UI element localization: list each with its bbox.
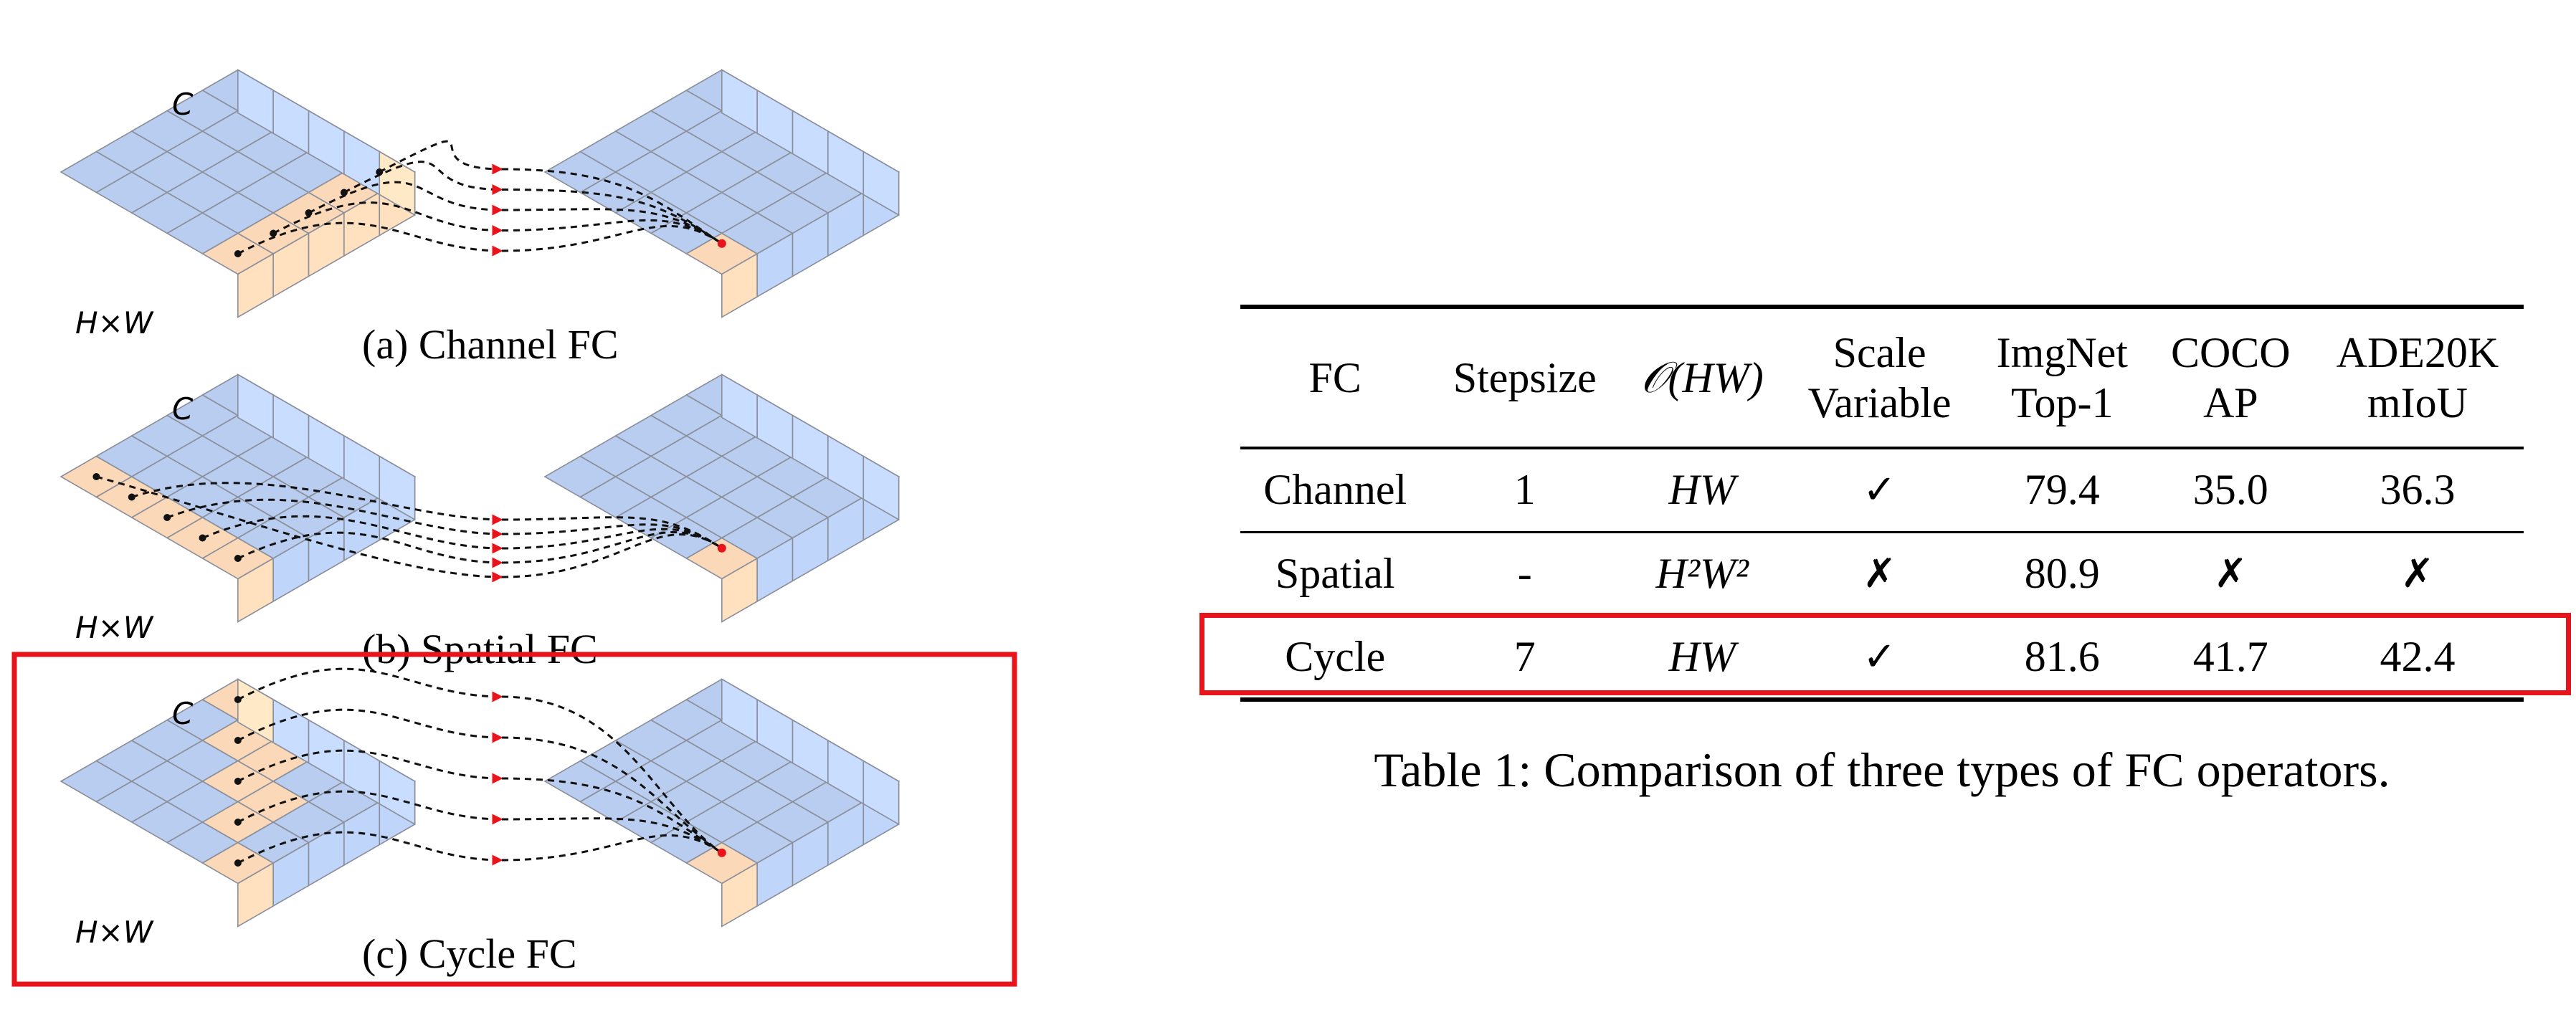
cell-complexity: HW (1668, 466, 1736, 514)
cell-complexity: H²W² (1655, 550, 1749, 597)
table-row-channel: Channel 1 HW ✓ 79.4 35.0 36.3 (1240, 448, 2524, 532)
panel-caption: (a) Channel FC (362, 321, 619, 368)
header-fc: FC (1308, 354, 1361, 401)
connection-line (501, 695, 723, 854)
source-point (376, 168, 384, 176)
connection-line (501, 817, 723, 854)
source-point (234, 737, 242, 744)
right-feature-map-side-face (862, 760, 900, 826)
source-point (92, 473, 100, 480)
channel-axis-label: C (172, 391, 194, 426)
cell-imgnet-top1: 79.4 (2024, 466, 2100, 514)
cell-stepsize: 7 (1513, 633, 1536, 681)
source-point (305, 209, 313, 216)
cell-ade20k-miou: ✗ (2400, 550, 2435, 597)
connection-line (379, 140, 503, 175)
left-feature-map-side-face (379, 151, 416, 216)
connection-line (237, 221, 503, 257)
table-row-spatial: Spatial - H²W² ✗ 80.9 ✗ ✗ (1240, 532, 2524, 616)
spatial-axis-label: H×W (75, 610, 154, 645)
connection-line (501, 777, 723, 854)
connection-line (237, 708, 503, 743)
connection-line (95, 475, 503, 583)
connection-line (308, 181, 503, 216)
source-point (234, 819, 242, 826)
panel-caption: (b) Spatial FC (362, 626, 598, 672)
connection-line (343, 161, 503, 195)
right-feature-map-side-face (862, 455, 900, 521)
panel-c: C H×W (c) Cycle FC (60, 667, 900, 977)
cell-stepsize: - (1517, 550, 1532, 597)
cell-ade20k-miou: 36.3 (2380, 466, 2456, 514)
connection-line (237, 749, 503, 784)
cell-complexity: HW (1668, 633, 1736, 681)
spatial-axis-label: H×W (75, 915, 154, 950)
source-point (128, 493, 136, 501)
cell-scale-variable: ✓ (1863, 634, 1897, 681)
connection-line (501, 834, 723, 862)
connection-line (237, 831, 503, 866)
cell-coco-ap: 41.7 (2192, 633, 2268, 681)
cell-scale-variable: ✓ (1863, 467, 1897, 514)
cell-scale-variable: ✗ (1863, 550, 1897, 597)
channel-axis-label: C (172, 87, 194, 122)
cycle-row-highlight-box (1199, 613, 2571, 695)
cell-stepsize: 1 (1513, 466, 1536, 514)
connection-line (237, 667, 503, 702)
source-point (234, 778, 242, 785)
fc-diagram: C H×W (a) Channel FC C H×W (b) Spatial FC C H×W… (11, 69, 1017, 987)
source-point (234, 555, 242, 562)
source-point (234, 859, 242, 867)
connection-line (237, 790, 503, 825)
channel-axis-label: C (172, 696, 194, 731)
connection-line (501, 208, 723, 244)
panel-b: C H×W (b) Spatial FC (60, 373, 900, 672)
target-point (717, 239, 726, 248)
source-point (234, 696, 242, 703)
panel-caption: (c) Cycle FC (362, 930, 577, 977)
source-point (234, 250, 242, 257)
source-point (270, 229, 277, 237)
cell-ade20k-miou: 42.4 (2380, 633, 2456, 681)
target-point (717, 543, 726, 553)
source-point (340, 189, 348, 196)
cell-fc: Channel (1263, 466, 1407, 514)
connection-line (501, 189, 723, 244)
cell-coco-ap: ✗ (2213, 550, 2248, 597)
cell-coco-ap: 35.0 (2192, 466, 2268, 514)
cell-fc: Spatial (1275, 550, 1395, 597)
connection-line (272, 201, 503, 236)
cell-fc: Cycle (1285, 633, 1386, 681)
connection-line (237, 531, 503, 568)
left-feature-map-side-face (379, 760, 416, 826)
table-row-cycle: Cycle 7 HW ✓ 81.6 41.7 42.4 (1240, 616, 2524, 700)
right-feature-map-side-face (862, 151, 900, 216)
header-stepsize: Stepsize (1453, 354, 1597, 401)
table-caption: Table 1: Comparison of three types of FC… (1374, 743, 2390, 797)
source-point (163, 514, 171, 521)
left-feature-map-side-face (379, 455, 416, 521)
cycle-fc-highlight-box (11, 652, 1017, 987)
header-complexity: 𝒪(HW) (1640, 354, 1764, 401)
connection-line (501, 168, 723, 244)
connection-line (501, 736, 723, 854)
spatial-axis-label: H×W (75, 305, 154, 340)
target-point (717, 848, 726, 857)
connection-line (201, 515, 503, 554)
source-point (199, 534, 206, 542)
connection-line (131, 482, 503, 525)
panel-a: C H×W (a) Channel FC (60, 69, 900, 368)
cell-imgnet-top1: 81.6 (2024, 633, 2100, 681)
connection-line (501, 531, 723, 564)
cell-imgnet-top1: 80.9 (2024, 550, 2100, 597)
